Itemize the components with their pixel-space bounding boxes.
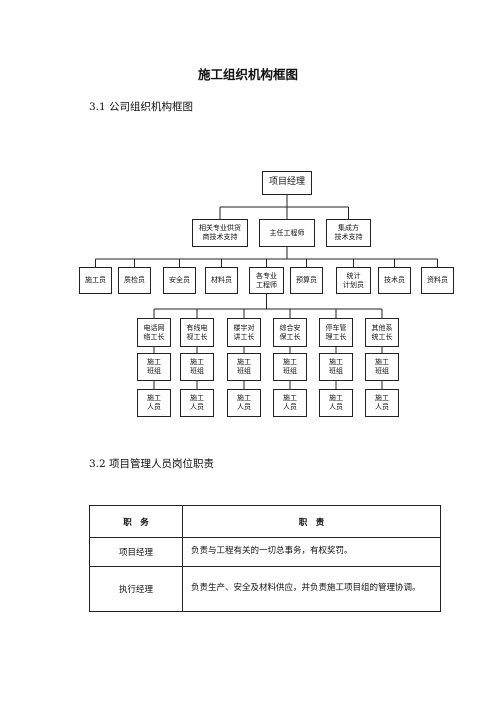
header-duty: 职 责 <box>182 505 441 538</box>
document-title: 施工组织机构框图 <box>197 67 298 82</box>
org-box-level3: 材料员 <box>205 267 238 294</box>
org-box-level3: 安全员 <box>163 267 196 294</box>
table-header-row: 职 务 职 责 <box>89 505 441 538</box>
cell-duty: 负责与工程有关的一切总事务，有权奖罚。 <box>182 537 441 567</box>
org-box-work-team: 施工 班组 <box>365 353 399 381</box>
org-box-level4: 其他系 统工长 <box>365 318 399 347</box>
org-box-root: 项目经理 <box>262 171 312 195</box>
org-box-level2: 相关专业供货 商技术支持 <box>192 219 248 247</box>
org-box-level4: 有线电 视工长 <box>180 318 214 347</box>
org-box-level4: 停车管 理工长 <box>319 318 353 347</box>
org-box-workers: 施工 人员 <box>365 389 399 417</box>
org-box-workers: 施工 人员 <box>319 389 353 417</box>
header-position: 职 务 <box>89 505 183 538</box>
org-box-work-team: 施工 班组 <box>319 353 353 381</box>
cell-role: 项目经理 <box>89 537 183 567</box>
duties-table: 职 务 职 责 项目经理 负责与工程有关的一切总事务，有权奖罚。 执行经理 负责… <box>89 505 441 612</box>
cell-duty: 负责生产、安全及材料供应，并负责施工项目组的管理协调。 <box>182 566 441 612</box>
org-box-level4: 电话网 络工长 <box>137 318 171 347</box>
org-box-level3: 统计 计划员 <box>336 267 371 294</box>
org-box-work-team: 施工 班组 <box>273 353 307 381</box>
org-box-workers: 施工 人员 <box>273 389 307 417</box>
org-box-workers: 施工 人员 <box>180 389 214 417</box>
org-box-work-team: 施工 班组 <box>180 353 214 381</box>
org-box-level3: 资料员 <box>421 267 454 294</box>
org-box-level4: 楼宇对 讲工长 <box>227 318 261 347</box>
org-box-level3: 技术员 <box>378 267 411 294</box>
org-box-level2: 主任工程师 <box>259 219 315 247</box>
table-row: 项目经理 负责与工程有关的一切总事务，有权奖罚。 <box>89 537 441 567</box>
section-heading-org-chart: 3.1 公司组织机构框图 <box>89 101 194 113</box>
table-row: 执行经理 负责生产、安全及材料供应，并负责施工项目组的管理协调。 <box>89 566 441 612</box>
org-box-level3: 质检员 <box>118 267 151 294</box>
org-box-work-team: 施工 班组 <box>137 353 171 381</box>
org-box-level2: 集成方 技术支持 <box>326 219 371 247</box>
org-box-level3: 施工员 <box>79 267 112 294</box>
org-box-workers: 施工 人员 <box>227 389 261 417</box>
section-heading-duties: 3.2 项目管理人员岗位职责 <box>89 458 215 470</box>
org-box-work-team: 施工 班组 <box>227 353 261 381</box>
org-box-level3: 各专业 工程师 <box>249 267 284 294</box>
org-box-workers: 施工 人员 <box>137 389 171 417</box>
org-box-level3: 预算员 <box>290 267 323 294</box>
cell-role: 执行经理 <box>89 566 183 612</box>
org-box-level4: 综合安 保工长 <box>273 318 307 347</box>
